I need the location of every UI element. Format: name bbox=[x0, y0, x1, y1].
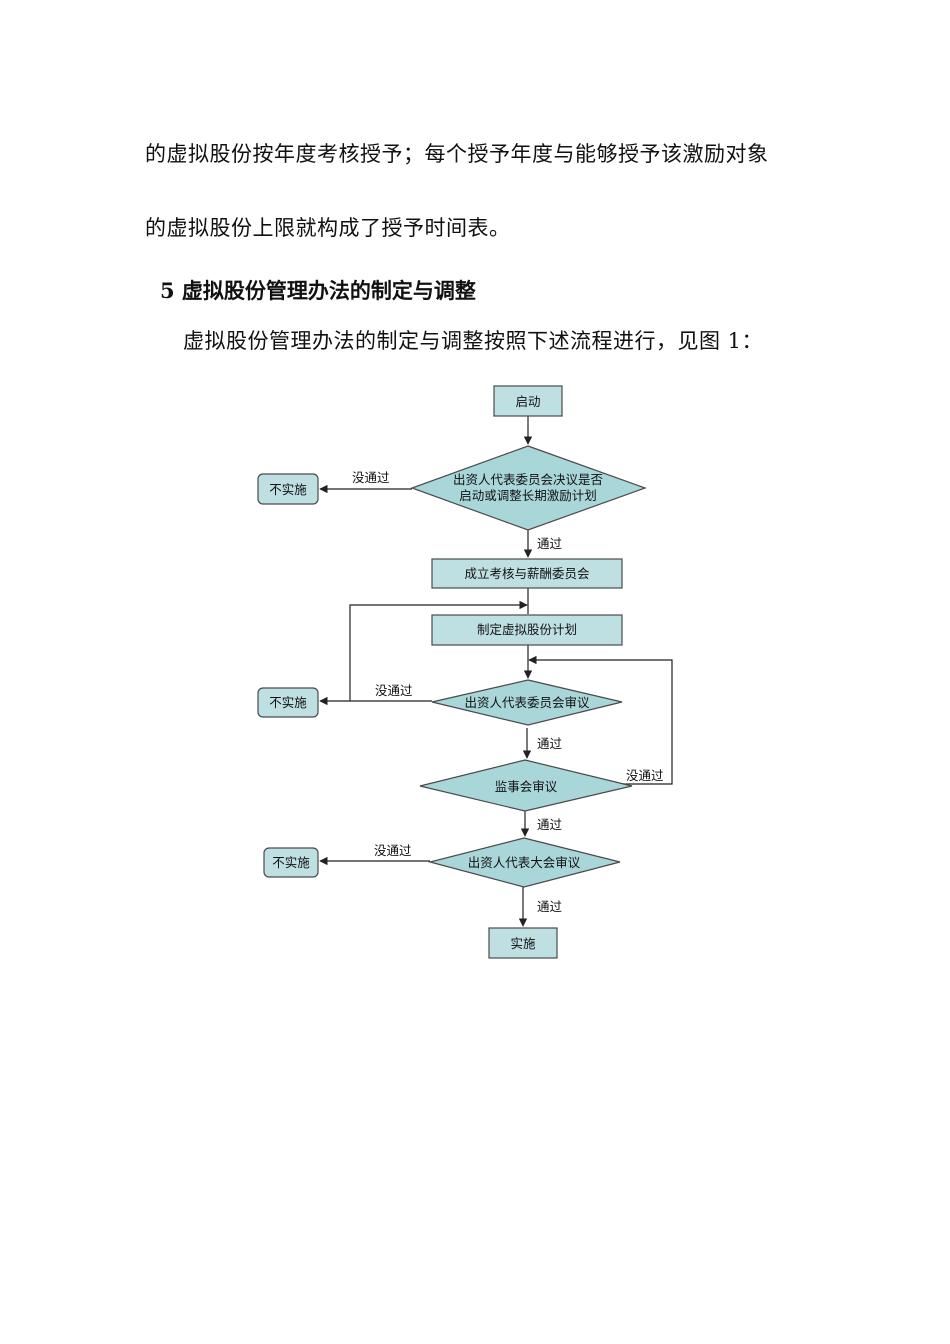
connectors bbox=[319, 416, 673, 927]
reject-3-label: 不实施 bbox=[272, 855, 310, 870]
fail-label-1: 没通过 bbox=[352, 470, 390, 485]
pass-label-1: 通过 bbox=[537, 536, 563, 551]
reject-node-3: 不实施 bbox=[263, 847, 319, 878]
reject-node-2: 不实施 bbox=[257, 687, 319, 718]
decision-1-label-1: 出资人代表委员会决议是否 bbox=[453, 472, 603, 487]
decision-2: 出资人代表委员会审议 bbox=[431, 679, 623, 726]
intro-paragraph: 虚拟股份管理办法的制定与调整按照下述流程进行，见图 1： bbox=[183, 329, 764, 353]
reject-node-1: 不实施 bbox=[257, 473, 319, 505]
reject-2-label: 不实施 bbox=[269, 695, 307, 710]
body-text-line-2: 的虚拟股份上限就构成了授予时间表。 bbox=[145, 216, 511, 240]
decision-4-label: 出资人代表大会审议 bbox=[468, 855, 581, 870]
plan-step: 制定虚拟股份计划 bbox=[431, 614, 623, 646]
end-node: 实施 bbox=[488, 927, 558, 959]
decision-3: 监事会审议 bbox=[419, 759, 633, 812]
pass-label-3: 通过 bbox=[537, 817, 563, 832]
reject-1-label: 不实施 bbox=[269, 482, 307, 497]
plan-step-label: 制定虚拟股份计划 bbox=[477, 622, 577, 637]
decision-3-label: 监事会审议 bbox=[495, 779, 558, 794]
decision-2-label: 出资人代表委员会审议 bbox=[464, 695, 590, 710]
decision-1-label-2: 启动或调整长期激励计划 bbox=[459, 488, 597, 503]
start-label: 启动 bbox=[515, 394, 540, 409]
committee-step-label: 成立考核与薪酬委员会 bbox=[464, 566, 590, 581]
end-label: 实施 bbox=[510, 936, 536, 951]
decision-1: 出资人代表委员会决议是否 启动或调整长期激励计划 bbox=[410, 445, 647, 531]
fail-label-2: 没通过 bbox=[375, 683, 413, 698]
section-heading: 5 虚拟股份管理办法的制定与调整 bbox=[160, 278, 476, 303]
start-node: 启动 bbox=[493, 385, 563, 417]
committee-step: 成立考核与薪酬委员会 bbox=[431, 558, 623, 589]
fail-label-3: 没通过 bbox=[626, 768, 664, 783]
body-text-line-1: 的虚拟股份按年度考核授予；每个授予年度与能够授予该激励对象 bbox=[145, 142, 769, 166]
pass-label-2: 通过 bbox=[537, 736, 563, 751]
decision-4: 出资人代表大会审议 bbox=[427, 837, 621, 888]
pass-label-4: 通过 bbox=[537, 899, 563, 914]
fail-label-4: 没通过 bbox=[374, 843, 412, 858]
